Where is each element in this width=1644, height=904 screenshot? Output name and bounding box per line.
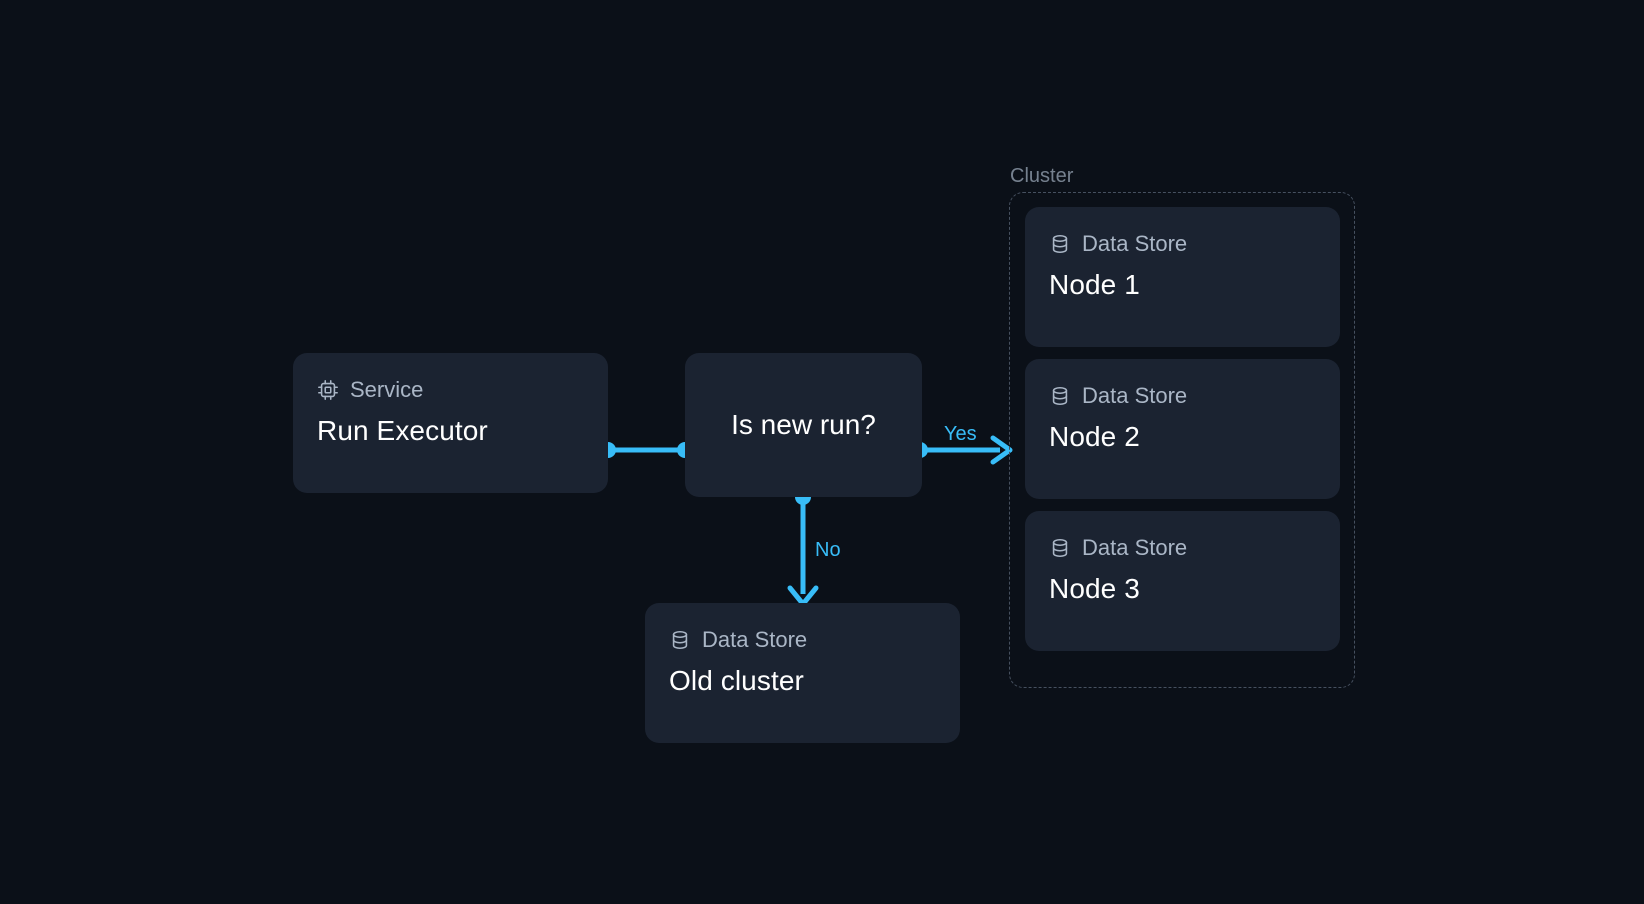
database-icon: [669, 629, 691, 651]
cpu-icon: [317, 379, 339, 401]
node-title: Old cluster: [669, 665, 804, 696]
node-header: Data Store: [1049, 537, 1316, 559]
group-box-cluster: [1009, 192, 1355, 688]
node-node-1[interactable]: Data Store Node 1: [1025, 207, 1340, 347]
group-label-cluster: Cluster: [1010, 165, 1074, 187]
node-type-label: Data Store: [1082, 535, 1188, 560]
decision-title: Is new run?: [731, 409, 876, 440]
edge-label-no: No: [815, 539, 841, 561]
node-node-3[interactable]: Data Store Node 3: [1025, 511, 1340, 651]
node-old-cluster[interactable]: Data Store Old cluster: [645, 603, 960, 743]
node-type-label: Data Store: [1082, 383, 1188, 408]
node-title: Node 3: [1049, 573, 1140, 604]
node-run-executor[interactable]: Service Run Executor: [293, 353, 608, 493]
node-type-label: Service: [350, 377, 424, 402]
edge-decision-oldcluster[interactable]: [787, 489, 819, 607]
database-icon: [1049, 233, 1071, 255]
edge-label-yes: Yes: [944, 423, 977, 445]
node-header: Data Store: [669, 629, 936, 651]
database-icon: [1049, 537, 1071, 559]
edge-executor-decision[interactable]: [600, 442, 693, 458]
node-title: Node 1: [1049, 269, 1140, 300]
node-header: Data Store: [1049, 233, 1316, 255]
node-header: Service: [317, 379, 584, 401]
node-type-label: Data Store: [702, 627, 808, 652]
node-type-label: Data Store: [1082, 231, 1188, 256]
node-node-2[interactable]: Data Store Node 2: [1025, 359, 1340, 499]
database-icon: [1049, 385, 1071, 407]
node-header: Data Store: [1049, 385, 1316, 407]
node-title: Run Executor: [317, 415, 488, 446]
node-is-new-run[interactable]: Is new run?: [685, 353, 922, 497]
node-title: Node 2: [1049, 421, 1140, 452]
